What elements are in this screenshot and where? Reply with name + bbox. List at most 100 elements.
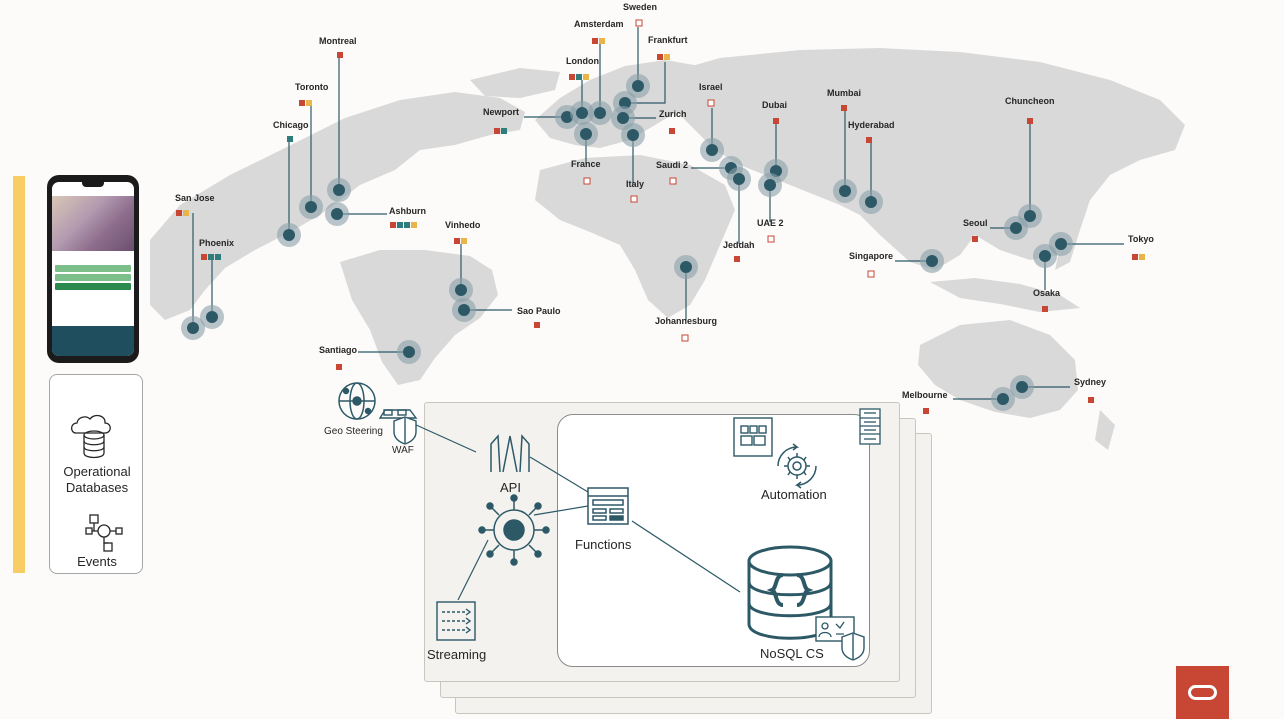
callout-line-frankfurt (625, 62, 666, 104)
pin-melbourne[interactable] (997, 393, 1009, 405)
region-label-israel: Israel (699, 82, 723, 92)
phone-button-3 (55, 283, 131, 290)
pin-uae-2[interactable] (764, 179, 776, 191)
region-marker-phoenix-1 (208, 254, 214, 260)
events-label: Events (77, 554, 117, 569)
region-marker-newport-1 (501, 128, 507, 134)
pin-amsterdam[interactable] (594, 107, 606, 119)
region-label-italy: Italy (626, 179, 644, 189)
region-label-tokyo: Tokyo (1128, 234, 1154, 244)
oracle-ring-icon (1188, 685, 1217, 700)
region-label-toronto: Toronto (295, 82, 329, 92)
region-marker-amsterdam-1 (599, 38, 605, 44)
pin-jeddah[interactable] (733, 173, 745, 185)
phone-button-1 (55, 265, 131, 272)
region-label-newport: Newport (483, 107, 519, 117)
region-marker-france-0 (583, 177, 591, 185)
region-marker-sweden-0 (635, 19, 643, 27)
region-marker-vinhedo-0 (454, 238, 460, 244)
pin-santiago[interactable] (403, 346, 415, 358)
phone-notch (82, 182, 104, 187)
region-marker-montreal-0 (337, 52, 343, 58)
region-marker-frankfurt-0 (657, 54, 663, 60)
region-label-frankfurt: Frankfurt (648, 35, 688, 45)
side-panel-icons (70, 414, 123, 552)
globe-icon (338, 382, 376, 420)
region-marker-singapore-0 (867, 270, 875, 278)
region-marker-vinhedo-1 (461, 238, 467, 244)
pin-zurich[interactable] (617, 112, 629, 124)
land-indonesia (930, 278, 1080, 312)
pin-newport[interactable] (561, 111, 573, 123)
phone-footer (52, 326, 134, 356)
land-asia (660, 48, 1185, 270)
region-label-sweden: Sweden (623, 2, 657, 12)
pin-chuncheon[interactable] (1024, 210, 1036, 222)
pin-italy[interactable] (627, 129, 639, 141)
region-label-jeddah: Jeddah (723, 240, 755, 250)
pin-singapore[interactable] (926, 255, 938, 267)
pin-hyderabad[interactable] (865, 196, 877, 208)
service-connectors (413, 423, 741, 601)
pin-ashburn[interactable] (331, 208, 343, 220)
region-label-sydney: Sydney (1074, 377, 1106, 387)
pin-sao-paulo[interactable] (458, 304, 470, 316)
pin-tokyo[interactable] (1055, 238, 1067, 250)
pin-mumbai[interactable] (839, 185, 851, 197)
region-marker-saudi-2-0 (669, 177, 677, 185)
region-marker-ashburn-3 (411, 222, 417, 228)
pin-chicago[interactable] (283, 229, 295, 241)
region-labels: San JosePhoenixChicagoTorontoMontrealAsh… (175, 2, 1154, 400)
pin-toronto[interactable] (305, 201, 317, 213)
region-marker-toronto-1 (306, 100, 312, 106)
region-marker-seoul-0 (972, 236, 978, 242)
land-north-america (150, 92, 525, 320)
pin-london[interactable] (576, 107, 588, 119)
region-marker-ashburn-1 (397, 222, 403, 228)
pin-frankfurt[interactable] (619, 97, 631, 109)
land-new-zealand (1095, 410, 1115, 450)
pin-johannesburg[interactable] (680, 261, 692, 273)
streaming-label: Streaming (427, 647, 487, 662)
pin-israel[interactable] (706, 144, 718, 156)
region-marker-frankfurt-1 (664, 54, 670, 60)
region-marker-dubai-0 (773, 118, 779, 124)
phone-screen (52, 182, 134, 356)
region-label-johannesburg: Johannesburg (655, 316, 717, 326)
nosql-label: NoSQL CS (760, 646, 824, 661)
region-marker-zurich-0 (669, 128, 675, 134)
events-flow-icon (85, 514, 123, 552)
pin-france[interactable] (580, 128, 592, 140)
pin-vinhedo[interactable] (455, 284, 467, 296)
region-marker-ashburn-0 (390, 222, 396, 228)
pin-osaka[interactable] (1039, 250, 1051, 262)
region-marker-johannesburg-0 (681, 334, 689, 342)
pin-phoenix[interactable] (206, 311, 218, 323)
region-marker-london-0 (569, 74, 575, 80)
region-label-mumbai: Mumbai (827, 88, 861, 98)
operational-databases-label: Operational Databases (63, 464, 131, 495)
region-label-montreal: Montreal (319, 36, 357, 46)
region-label-chicago: Chicago (273, 120, 309, 130)
side-panel: Operational Databases Events (49, 374, 143, 574)
phone-button-2 (55, 274, 131, 281)
land-greenland (470, 68, 560, 98)
region-marker-amsterdam-0 (592, 38, 598, 44)
pin-san-jose[interactable] (187, 322, 199, 334)
api-gateway-icon (490, 434, 530, 473)
pin-sweden[interactable] (632, 80, 644, 92)
region-label-chuncheon: Chuncheon (1005, 96, 1055, 106)
accent-bar (13, 176, 25, 573)
pin-seoul[interactable] (1010, 222, 1022, 234)
region-label-seoul: Seoul (963, 218, 988, 228)
region-marker-san-jose-0 (176, 210, 182, 216)
land-australia (918, 320, 1078, 418)
pin-montreal[interactable] (333, 184, 345, 196)
region-marker-uae-2-0 (767, 235, 775, 243)
pin-sydney[interactable] (1016, 381, 1028, 393)
region-marker-santiago-0 (336, 364, 342, 370)
region-label-france: France (571, 159, 601, 169)
region-marker-melbourne-0 (923, 408, 929, 414)
